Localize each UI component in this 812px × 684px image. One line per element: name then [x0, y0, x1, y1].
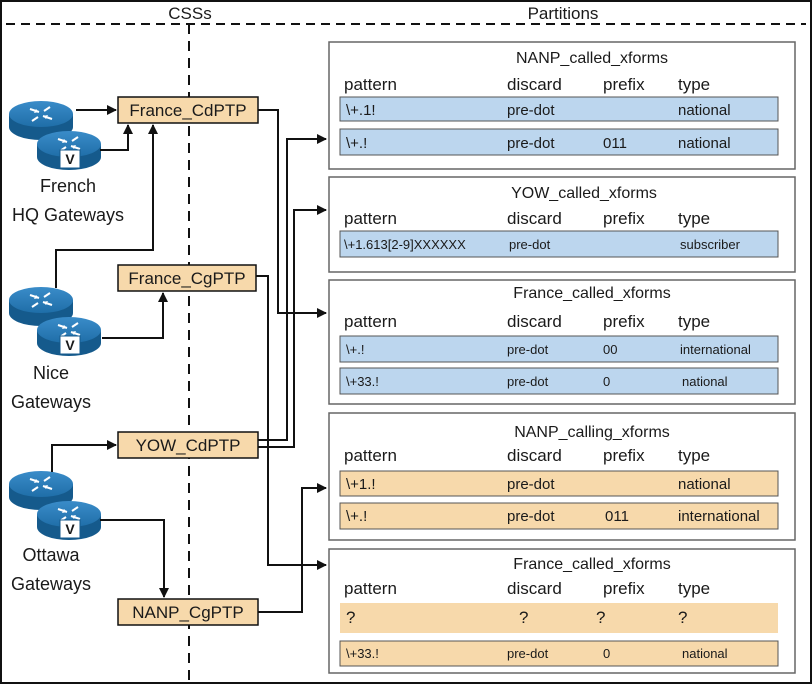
gateway-to-css-arrows	[51, 105, 169, 598]
svg-text:V: V	[65, 521, 75, 537]
svg-text:\+.!: \+.!	[346, 508, 367, 525]
table-row: \+.! pre-dot 00 international	[339, 335, 779, 363]
french-gateway-router-icons: V	[8, 100, 102, 171]
partition-france-called-xforms-blue: France_called_xforms pattern discard pre…	[328, 279, 796, 405]
svg-text:\+33.!: \+33.!	[346, 646, 379, 661]
ottawa-gateway-label-line2: Gateways	[11, 574, 91, 594]
svg-text:pre-dot: pre-dot	[507, 342, 549, 357]
svg-text:?: ?	[678, 608, 687, 627]
svg-text:pre-dot: pre-dot	[507, 646, 549, 661]
ottawa-gateway-label-line1: Ottawa	[22, 545, 80, 565]
svg-text:\+.1!: \+.1!	[346, 102, 376, 119]
ottawa-gateway-router-icons: V	[8, 470, 102, 541]
svg-text:international: international	[680, 342, 751, 357]
svg-text:national: national	[682, 646, 728, 661]
svg-text:\+.!: \+.!	[346, 135, 367, 152]
svg-text:pre-dot: pre-dot	[507, 374, 549, 389]
svg-text:\+1.613[2-9]XXXXXX: \+1.613[2-9]XXXXXX	[344, 237, 466, 252]
type-column-header: type	[678, 446, 710, 465]
svg-text:?: ?	[346, 608, 355, 627]
pattern-column-header: pattern	[344, 312, 397, 331]
prefix-column-header: prefix	[603, 209, 645, 228]
table-row: \+1.! pre-dot national	[339, 470, 779, 497]
svg-text:pre-dot: pre-dot	[507, 476, 555, 493]
svg-text:0: 0	[603, 646, 610, 661]
nice-gateway-router-icons: V	[8, 286, 102, 357]
partition-nanp-calling-xforms: NANP_calling_xforms pattern discard pref…	[328, 412, 796, 541]
svg-text:011: 011	[603, 135, 627, 152]
svg-text:pre-dot: pre-dot	[507, 135, 555, 152]
svg-text:national: national	[678, 135, 731, 152]
partition-yow-called-xforms: YOW_called_xforms pattern discard prefix…	[328, 176, 796, 273]
css-to-partition-arrows	[256, 109, 327, 613]
svg-text:international: international	[678, 508, 760, 525]
partitions-header: Partitions	[528, 4, 599, 23]
svg-text:V: V	[65, 337, 75, 353]
svg-text:subscriber: subscriber	[680, 237, 741, 252]
table-row: \+33.! pre-dot 0 national	[339, 367, 779, 395]
type-column-header: type	[678, 579, 710, 598]
svg-text:00: 00	[603, 342, 617, 357]
partition-nanp-called-xforms: NANP_called_xforms pattern discard prefi…	[328, 41, 796, 170]
svg-text:\+1.!: \+1.!	[346, 476, 376, 493]
discard-column-header: discard	[507, 446, 562, 465]
svg-text:pre-dot: pre-dot	[507, 102, 555, 119]
table-row: \+1.613[2-9]XXXXXX pre-dot subscriber	[339, 230, 779, 258]
css-france-cdptp[interactable]: France_CdPTP	[117, 96, 259, 124]
svg-text:0: 0	[603, 374, 610, 389]
discard-column-header: discard	[507, 209, 562, 228]
discard-column-header: discard	[507, 312, 562, 331]
table-row: \+33.! pre-dot 0 national	[339, 640, 779, 667]
svg-text:pre-dot: pre-dot	[509, 237, 551, 252]
svg-text:V: V	[65, 151, 75, 167]
pattern-column-header: pattern	[344, 579, 397, 598]
table-row: \+.! pre-dot 011 international	[339, 502, 779, 530]
svg-text:011: 011	[605, 508, 629, 525]
svg-text:\+.!: \+.!	[346, 342, 364, 357]
french-gateway-label-line2: HQ Gateways	[12, 205, 124, 225]
discard-column-header: discard	[507, 579, 562, 598]
svg-text:pre-dot: pre-dot	[507, 508, 555, 525]
svg-text:France_CgPTP: France_CgPTP	[128, 269, 245, 288]
svg-text:NANP_CgPTP: NANP_CgPTP	[132, 603, 243, 622]
pattern-column-header: pattern	[344, 75, 397, 94]
partition-title: NANP_calling_xforms	[514, 424, 670, 441]
svg-text:?: ?	[596, 608, 605, 627]
css-nanp-cgptp[interactable]: NANP_CgPTP	[117, 598, 259, 626]
prefix-column-header: prefix	[603, 75, 645, 94]
table-row: \+.! pre-dot 011 national	[339, 128, 779, 156]
pattern-column-header: pattern	[344, 209, 397, 228]
partition-title: NANP_called_xforms	[516, 50, 668, 67]
partition-title: France_called_xforms	[513, 285, 670, 302]
french-gateway-label-line1: French	[40, 176, 96, 196]
svg-text:\+33.!: \+33.!	[346, 374, 379, 389]
type-column-header: type	[678, 209, 710, 228]
svg-text:national: national	[682, 374, 728, 389]
partition-title: YOW_called_xforms	[511, 185, 657, 202]
svg-text:national: national	[678, 476, 731, 493]
css-france-cgptp[interactable]: France_CgPTP	[117, 264, 257, 292]
pattern-column-header: pattern	[344, 446, 397, 465]
table-row: \+.1! pre-dot national	[339, 96, 779, 122]
nice-gateway-label-line1: Nice	[33, 363, 69, 383]
prefix-column-header: prefix	[603, 312, 645, 331]
prefix-column-header: prefix	[603, 579, 645, 598]
discard-column-header: discard	[507, 75, 562, 94]
nice-gateway-label-line2: Gateways	[11, 392, 91, 412]
type-column-header: type	[678, 312, 710, 331]
css-yow-cdptp[interactable]: YOW_CdPTP	[117, 431, 259, 459]
svg-text:France_CdPTP: France_CdPTP	[129, 101, 246, 120]
unknown-table-row: ? ? ? ?	[340, 603, 778, 633]
svg-text:?: ?	[519, 608, 528, 627]
svg-text:national: national	[678, 102, 731, 119]
svg-text:YOW_CdPTP: YOW_CdPTP	[136, 436, 241, 455]
prefix-column-header: prefix	[603, 446, 645, 465]
partition-france-called-xforms-orange: France_called_xforms pattern discard pre…	[328, 548, 796, 674]
type-column-header: type	[678, 75, 710, 94]
css-header: CSSs	[168, 4, 211, 23]
partition-title: France_called_xforms	[513, 556, 670, 573]
